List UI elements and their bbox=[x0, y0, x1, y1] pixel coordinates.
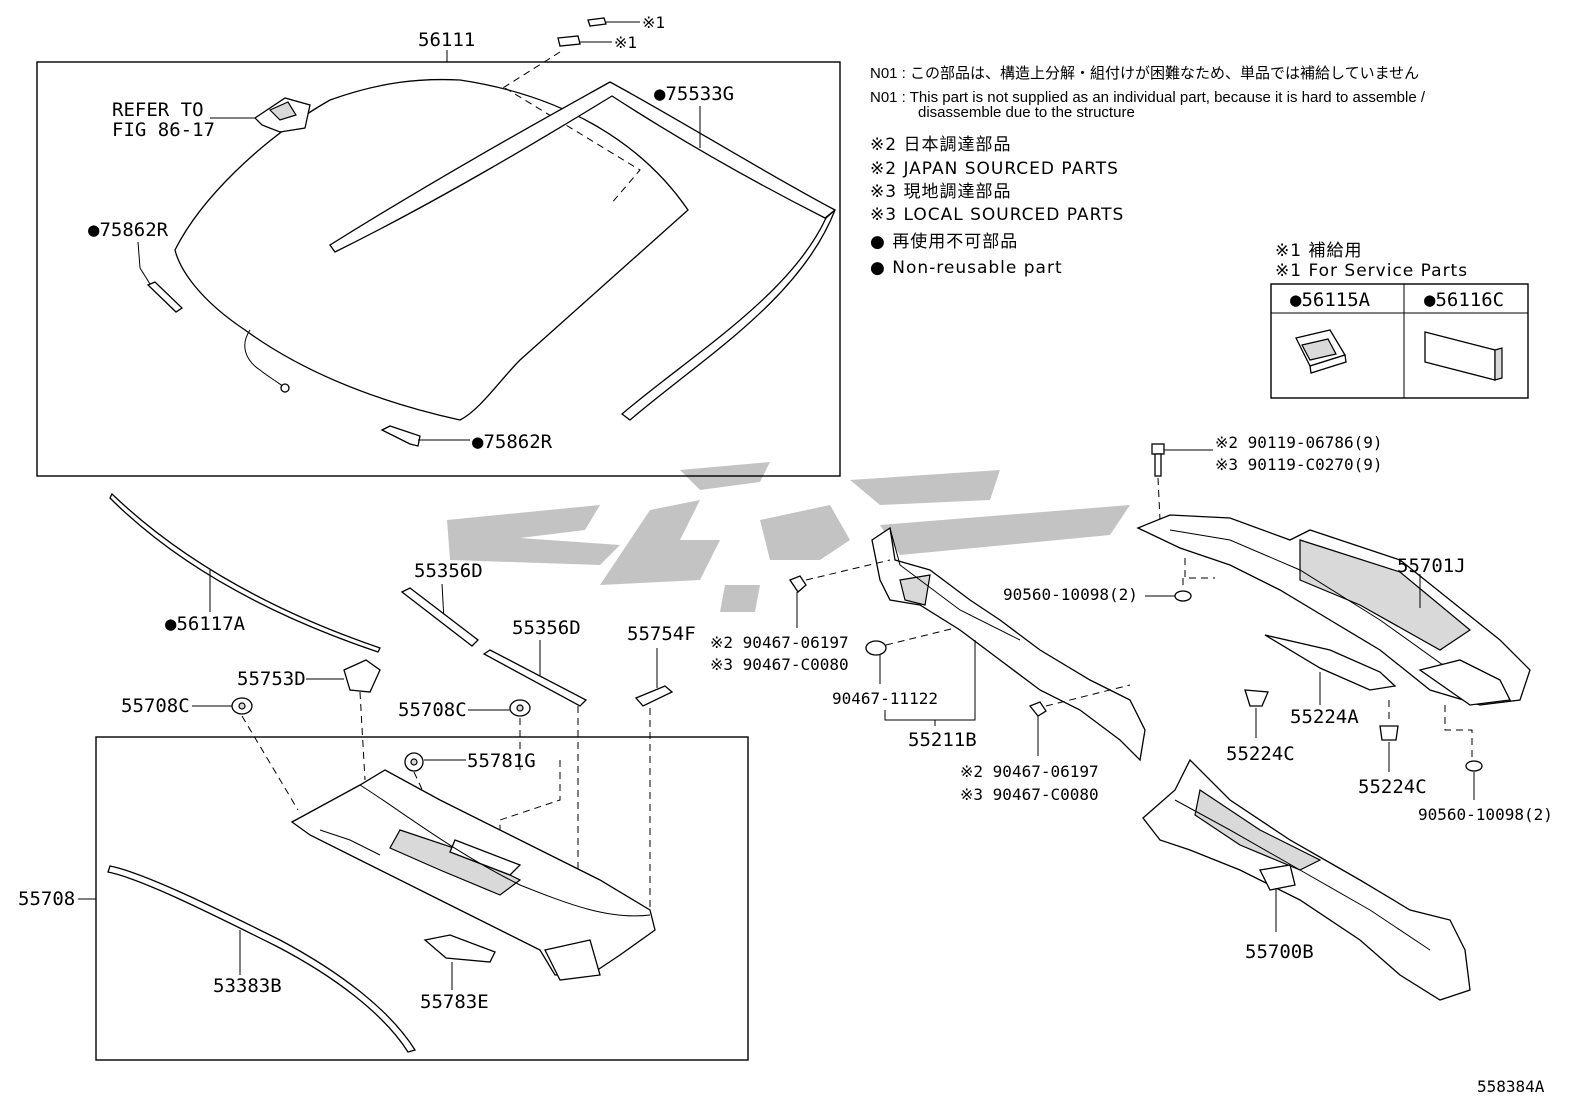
label-75862R-lower: ●75862R bbox=[472, 431, 553, 453]
note-n01-jp: N01 : この部品は、構造上分解・組付けが困難なため、単品では補給していません bbox=[870, 65, 1419, 82]
label-55224A: 55224A bbox=[1290, 706, 1359, 728]
label-55701J: 55701J bbox=[1397, 555, 1466, 577]
svg-text:REFER TO: REFER TO bbox=[112, 99, 204, 121]
strip-53383B bbox=[107, 865, 417, 1053]
label-55211B: 55211B bbox=[908, 729, 977, 751]
label-b3-a: ※3 90119-C0270(9) bbox=[1215, 455, 1383, 474]
part-55753D bbox=[343, 659, 381, 693]
clip-90467-top bbox=[789, 575, 807, 593]
notes-block: N01 : この部品は、構造上分解・組付けが困難なため、単品では補給していません… bbox=[870, 65, 1468, 281]
label-c3-b: ※3 90467-C0080 bbox=[960, 785, 1099, 804]
part-55754F bbox=[634, 685, 674, 707]
note-s3-jp: ※3 現地調達部品 bbox=[870, 182, 1011, 202]
label-55356D-lower: 55356D bbox=[512, 617, 581, 639]
part-56115A-image bbox=[1295, 329, 1347, 374]
label-56111: 56111 bbox=[418, 29, 475, 51]
note-s2-jp: ※2 日本調達部品 bbox=[870, 135, 1011, 155]
molding-55356D-lower bbox=[482, 649, 588, 707]
label-55708C-mid: 55708C bbox=[398, 699, 467, 721]
molding-55356D-upper bbox=[400, 587, 479, 647]
svg-text:※1: ※1 bbox=[614, 33, 637, 52]
molding-75862R-bottom bbox=[380, 425, 421, 447]
note-nonreusable-en: ● Non-reusable part bbox=[870, 258, 1063, 278]
label-c3-a: ※3 90467-C0080 bbox=[710, 655, 849, 674]
label-55356D-upper: 55356D bbox=[414, 560, 483, 582]
label-56117A: ●56117A bbox=[165, 613, 246, 635]
label-75862R-upper: ●75862R bbox=[88, 219, 169, 241]
watermark-logo bbox=[447, 462, 1130, 612]
label-55781G: 55781G bbox=[467, 750, 536, 772]
clip-55224C-left bbox=[1244, 689, 1269, 707]
clip-55224C-right bbox=[1379, 725, 1399, 741]
table-col-56115A: ●56115A bbox=[1290, 289, 1371, 311]
label-c2-a: ※2 90467-06197 bbox=[710, 633, 849, 652]
bolt-90119 bbox=[1151, 443, 1165, 477]
note-nonreusable-jp: ● 再使用不可部品 bbox=[870, 231, 1018, 252]
label-c2-b: ※2 90467-06197 bbox=[960, 762, 1099, 781]
washer-90560-upper bbox=[1174, 590, 1192, 602]
figure-id: 558384A bbox=[1477, 1077, 1545, 1096]
molding-75862R-left bbox=[146, 281, 184, 313]
bracket-55211B bbox=[871, 526, 1146, 762]
windshield-glass bbox=[174, 78, 689, 421]
label-b2-a: ※2 90119-06786(9) bbox=[1215, 433, 1383, 452]
windshield-group-box bbox=[36, 61, 841, 477]
panel-55700B bbox=[1142, 758, 1471, 1001]
panel-55701J bbox=[1136, 514, 1531, 706]
svg-text:※1: ※1 bbox=[642, 13, 665, 32]
part-56116C-image bbox=[1424, 331, 1503, 381]
label-90560-lower: 90560-10098(2) bbox=[1418, 805, 1553, 824]
cowl-louver-assembly bbox=[290, 769, 656, 981]
note-n01-en-2: disassemble due to the structure bbox=[918, 104, 1135, 121]
label-75533G: ●75533G bbox=[654, 83, 734, 105]
label-53383B: 53383B bbox=[213, 975, 282, 997]
label-90560-upper: 90560-10098(2) bbox=[1003, 585, 1138, 604]
cover-55783E bbox=[423, 934, 496, 963]
table-col-56116C: ●56116C bbox=[1424, 289, 1504, 311]
label-55783E: 55783E bbox=[420, 991, 489, 1013]
label-55754F: 55754F bbox=[627, 623, 696, 645]
label-55708C-left: 55708C bbox=[121, 695, 190, 717]
clip-90467-lower bbox=[1028, 701, 1047, 717]
note-s1-jp: ※1 補給用 bbox=[1275, 241, 1362, 261]
clip-90467-11122 bbox=[865, 640, 887, 656]
washer-90560-lower bbox=[1465, 760, 1483, 772]
note-s2-en: ※2 JAPAN SOURCED PARTS bbox=[870, 159, 1119, 179]
label-55708: 55708 bbox=[18, 888, 75, 910]
label-55224C-left: 55224C bbox=[1226, 743, 1295, 765]
note-s3-en: ※3 LOCAL SOURCED PARTS bbox=[870, 205, 1124, 225]
note-n01-en-1: N01 : This part is not supplied as an in… bbox=[870, 89, 1426, 106]
seal-55224A bbox=[1264, 634, 1397, 691]
service-part-small-1: ※1 bbox=[587, 13, 665, 32]
note-s1-en: ※1 For Service Parts bbox=[1275, 261, 1468, 281]
service-parts-table: ●56115A ●56116C bbox=[1270, 283, 1529, 399]
molding-56117A bbox=[109, 492, 381, 653]
label-55224C-right: 55224C bbox=[1358, 776, 1427, 798]
svg-text:FIG 86-17: FIG 86-17 bbox=[112, 119, 215, 141]
label-55753D: 55753D bbox=[237, 668, 306, 690]
service-part-small-2: ※1 bbox=[557, 33, 637, 52]
label-55700B: 55700B bbox=[1245, 941, 1314, 963]
rain-sensor-mount bbox=[253, 97, 311, 133]
label-90467-11122: 90467-11122 bbox=[832, 689, 938, 708]
